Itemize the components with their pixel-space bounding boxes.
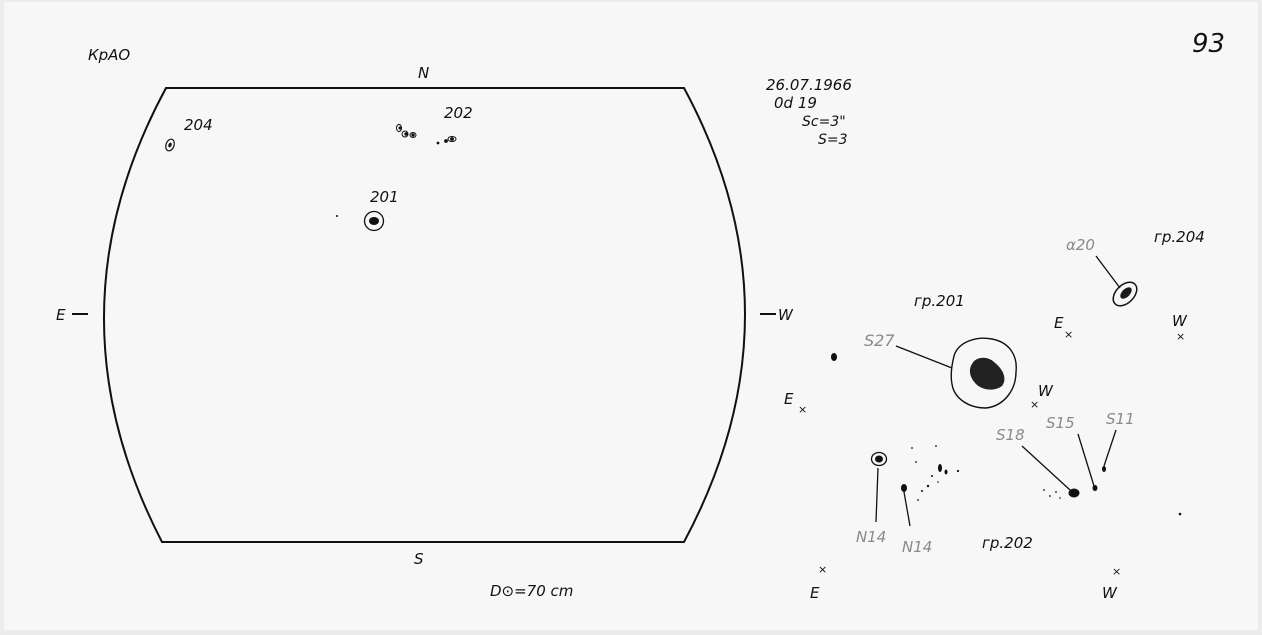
spot-s18-label: S18 (996, 426, 1025, 444)
spot-s18 (1068, 488, 1080, 498)
spot-a20-label: α20 (1066, 236, 1095, 254)
group-201-title: гр.201 (914, 292, 965, 310)
disk-group-201-label: 201 (370, 188, 399, 206)
disk-group-202-label: 202 (444, 104, 473, 122)
observation-date: 26.07.1966 (766, 76, 852, 94)
page-number: 93 (1192, 29, 1225, 59)
disk-diameter-label: D⊙=70 cm (490, 582, 573, 600)
spot-s11-pointer (1103, 429, 1117, 467)
group-201-west-cross: × (1030, 398, 1039, 411)
group-202-east-cross: × (818, 563, 827, 576)
disk-group-201-spot (336, 210, 385, 232)
spot-n14-leader-pointer (875, 467, 879, 523)
group-204-west-label: W (1172, 312, 1188, 330)
west-label: W (778, 306, 794, 324)
group-202-pores (911, 445, 1182, 516)
group-204-east-cross: × (1064, 328, 1073, 341)
group-204-east-label: E (1054, 314, 1064, 332)
group-202-east-label: E (810, 584, 820, 602)
spot-n14-leader (870, 451, 888, 467)
sunspot-drawing: 93 КрАО N S E W D⊙=70 cm 26.07.1966 0d 1… (56, 29, 1225, 602)
quality-value: S=3 (818, 132, 848, 148)
observatory-label: КрАО (88, 46, 130, 64)
spot-s18-pointer (1021, 445, 1071, 491)
disk-group-204-spot (165, 138, 175, 152)
spot-s15 (1092, 485, 1098, 491)
group-201-west-label: W (1038, 382, 1054, 400)
disk-group-202-spots (396, 124, 457, 145)
spot-s27-pointer (895, 345, 953, 369)
seeing-value: Sc=3" (802, 114, 846, 130)
spot-n14-second-label: N14 (902, 538, 932, 556)
group-201-east-label: E (784, 390, 794, 408)
spot-n14-leader-label: N14 (856, 528, 886, 546)
group-202-west-label: W (1102, 584, 1118, 602)
spot-n14-second-pointer (903, 491, 911, 527)
group-204-spot (1112, 281, 1138, 307)
group-204-west-cross: × (1176, 330, 1185, 343)
group-202-west-cross: × (1112, 565, 1121, 578)
spot-a20-pointer (1095, 255, 1121, 289)
group-202-title: гр.202 (982, 534, 1033, 552)
group-204-title: гр.204 (1154, 228, 1205, 246)
group-201-east-cross: × (798, 403, 807, 416)
south-label: S (414, 550, 424, 568)
spot-s15-pointer (1077, 433, 1095, 487)
spot-s27-label: S27 (864, 331, 895, 350)
spot-s11-label: S11 (1106, 410, 1135, 428)
observation-time: 0d 19 (774, 94, 817, 112)
solar-disk-outline (103, 87, 746, 543)
north-label: N (418, 64, 429, 82)
spot-s15-label: S15 (1046, 414, 1075, 432)
group-201-small-spot (831, 353, 837, 361)
disk-group-204-label: 204 (184, 116, 213, 134)
spot-s11 (1102, 466, 1106, 472)
observation-sheet: 93 КрАО N S E W D⊙=70 cm 26.07.1966 0d 1… (4, 2, 1258, 630)
group-201-spot (950, 337, 1017, 409)
spot-n14-second (901, 484, 907, 492)
east-label: E (56, 306, 66, 324)
